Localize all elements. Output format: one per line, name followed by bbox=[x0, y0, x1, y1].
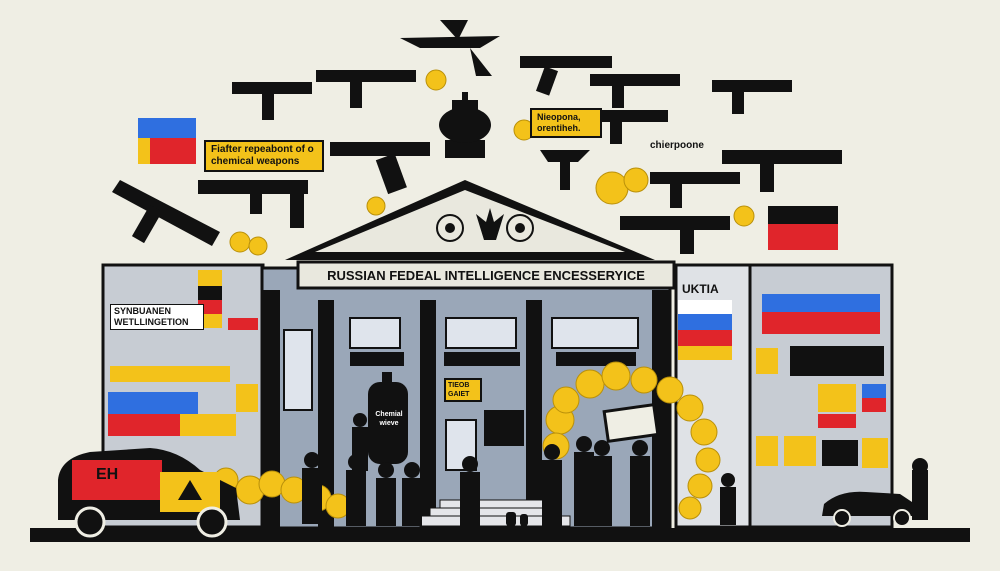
niopona-banner: Nieopona, orentiheh. bbox=[530, 108, 602, 138]
rifle-icon bbox=[198, 180, 308, 228]
dome bbox=[439, 107, 491, 143]
rifle-icon bbox=[590, 74, 680, 108]
info-board bbox=[556, 352, 636, 366]
flatter-banner: Fiafter repeabont of o chemical weapons bbox=[204, 140, 324, 172]
rifle-icon bbox=[316, 70, 416, 108]
drone-icon bbox=[540, 150, 590, 190]
rifle-icon bbox=[712, 80, 792, 114]
rifle-icon bbox=[520, 56, 612, 96]
column bbox=[526, 300, 542, 528]
rifle-icon bbox=[620, 216, 730, 254]
column bbox=[262, 290, 280, 528]
column bbox=[652, 290, 670, 528]
pediment-inner bbox=[315, 190, 625, 252]
building-sign: RUSSIAN FEDEAL INTELLIGENCE ENCESSERYICE bbox=[327, 268, 645, 283]
rifle-icon bbox=[650, 172, 740, 208]
parked-car bbox=[822, 458, 928, 527]
rifle-icon bbox=[112, 180, 220, 246]
small-sign: TIEOB GAIET bbox=[444, 378, 482, 402]
column bbox=[420, 300, 436, 528]
wreath-emblem-icon bbox=[436, 214, 464, 242]
top-left-flag bbox=[138, 118, 196, 164]
protest-sign bbox=[602, 402, 660, 444]
double-eagle-emblem-icon bbox=[476, 208, 504, 240]
uktia-label: UKTIA bbox=[682, 282, 719, 296]
chemical-cylinder bbox=[368, 372, 408, 464]
building-windows bbox=[283, 317, 639, 471]
rifle-icon bbox=[588, 110, 668, 144]
ground-strip bbox=[30, 528, 970, 542]
cylinder-label: Chemial wieve bbox=[375, 411, 403, 427]
wreath-emblem-icon bbox=[506, 214, 534, 242]
info-board bbox=[444, 352, 520, 366]
right-flags bbox=[678, 206, 888, 468]
dome-drum bbox=[445, 140, 485, 158]
van-mark: EH bbox=[96, 466, 119, 483]
chierpeone-label: chierpoone bbox=[650, 140, 704, 151]
info-board bbox=[350, 352, 404, 366]
rifle-icon bbox=[330, 142, 430, 195]
agent-silhouettes bbox=[302, 413, 736, 526]
van bbox=[58, 448, 240, 538]
drone-icon bbox=[400, 20, 500, 76]
biohazard-icon bbox=[178, 480, 202, 500]
rifle-icon bbox=[232, 82, 312, 120]
yellow-smoke bbox=[213, 69, 755, 520]
synsuannen-label: SYNBUANEN WETLLINGETION bbox=[110, 304, 204, 330]
left-flags bbox=[108, 270, 258, 436]
sign-band bbox=[296, 260, 676, 290]
info-board bbox=[484, 410, 524, 446]
rifle-icon bbox=[722, 150, 842, 192]
